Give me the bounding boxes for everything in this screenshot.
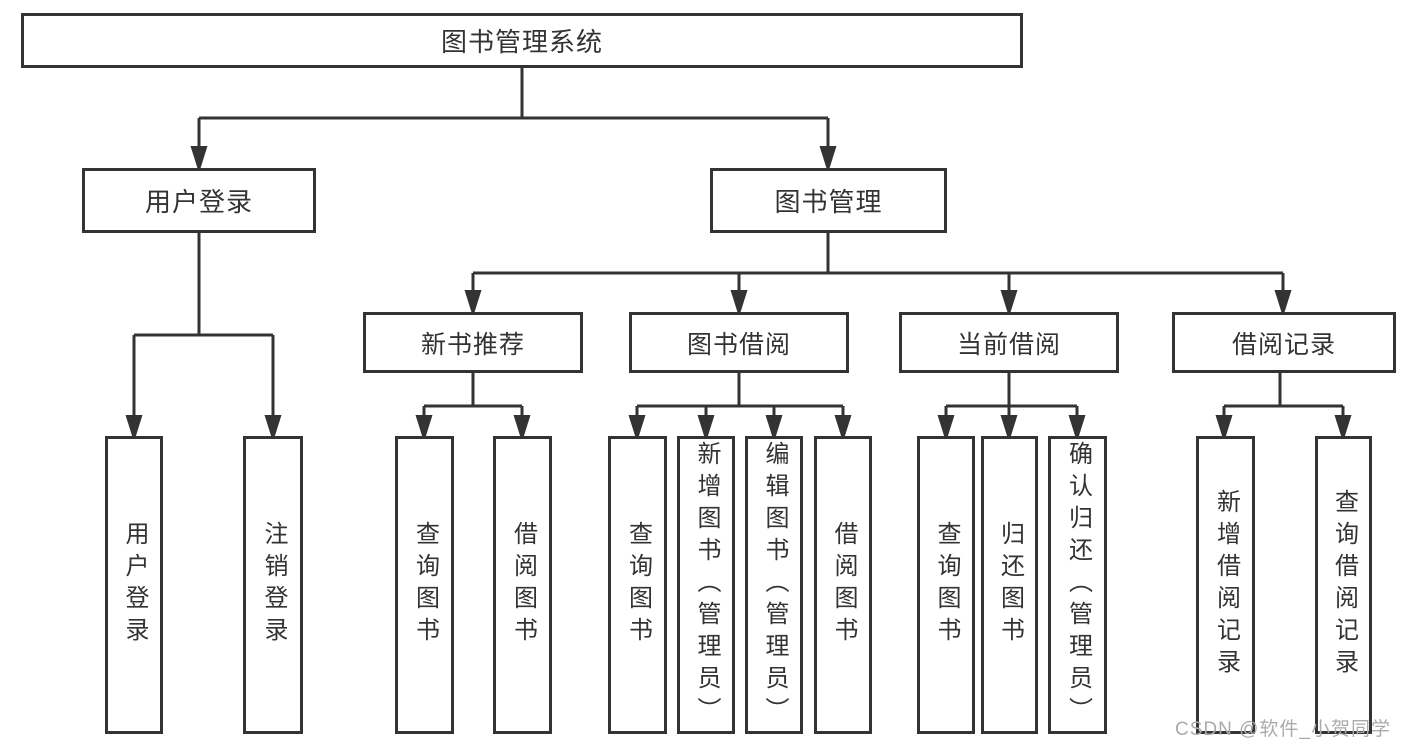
leaf-query-books-recommend: 查询图书 xyxy=(395,436,454,734)
leaf-return-book: 归还图书 xyxy=(981,436,1038,734)
leaf-confirm-return-admin: 确认归还（管理员） xyxy=(1048,436,1107,734)
node-root: 图书管理系统 xyxy=(21,13,1023,68)
node-new-book-recommend: 新书推荐 xyxy=(363,312,583,373)
csdn-watermark: CSDN @软件_小贺同学 xyxy=(1175,719,1391,740)
leaf-query-borrow-record: 查询借阅记录 xyxy=(1315,436,1372,734)
leaf-label: 查询借阅记录 xyxy=(1330,489,1358,681)
leaf-user-login: 用户登录 xyxy=(105,436,163,734)
leaf-label: 用户登录 xyxy=(121,521,148,649)
leaf-add-borrow-record: 新增借阅记录 xyxy=(1196,436,1255,734)
leaf-add-book-admin: 新增图书（管理员） xyxy=(677,436,735,734)
leaf-logout: 注销登录 xyxy=(243,436,303,734)
leaf-borrow-books: 借阅图书 xyxy=(814,436,872,734)
leaf-label: 借阅图书 xyxy=(830,521,857,649)
leaf-label: 注销登录 xyxy=(260,521,287,649)
leaf-label: 查询图书 xyxy=(933,521,960,649)
leaf-label: 新增图书（管理员） xyxy=(693,441,720,729)
node-user-login: 用户登录 xyxy=(82,168,316,233)
leaf-label: 借阅图书 xyxy=(509,521,537,649)
leaf-query-books-current: 查询图书 xyxy=(917,436,975,734)
leaf-label: 确认归还（管理员） xyxy=(1064,441,1092,729)
node-current-borrow: 当前借阅 xyxy=(899,312,1119,373)
node-book-management: 图书管理 xyxy=(710,168,947,233)
leaf-query-books-borrow: 查询图书 xyxy=(608,436,667,734)
leaf-label: 查询图书 xyxy=(624,521,652,649)
leaf-label: 新增借阅记录 xyxy=(1212,489,1240,681)
leaf-edit-book-admin: 编辑图书（管理员） xyxy=(745,436,803,734)
node-borrow-records: 借阅记录 xyxy=(1172,312,1396,373)
leaf-borrow-books-recommend: 借阅图书 xyxy=(493,436,552,734)
leaf-label: 查询图书 xyxy=(411,521,439,649)
leaf-label: 归还图书 xyxy=(996,521,1024,649)
leaf-label: 编辑图书（管理员） xyxy=(761,441,788,729)
node-book-borrow: 图书借阅 xyxy=(629,312,849,373)
